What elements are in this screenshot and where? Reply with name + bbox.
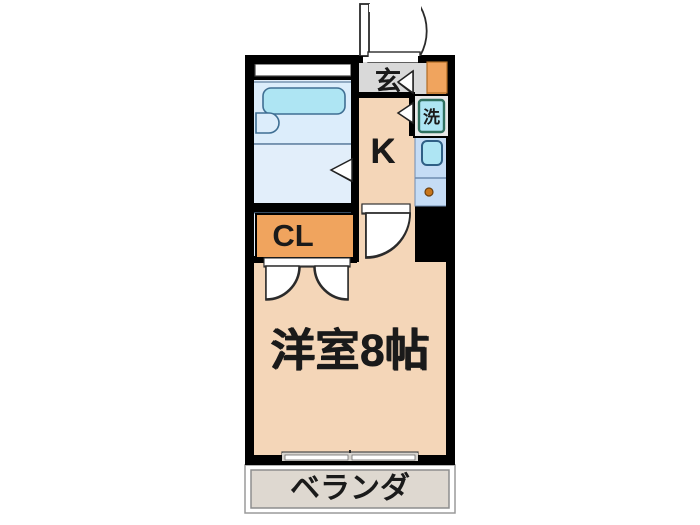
washer-label-top: 洗 [423,107,440,127]
wall-right-exterior [446,56,455,462]
entry-door-leaf[interactable] [359,3,370,57]
entrance-label-top: 玄 [375,66,401,96]
bathtub [252,81,354,206]
entrance-area: 玄 [375,66,401,96]
balcony-panel-right-patch [351,454,416,461]
bathtub-inner [262,87,346,115]
closet-label-top: CL [272,218,313,253]
closet-swing-left-top [265,265,300,300]
entry-opening-patch [363,57,418,62]
washer-door-top [396,101,414,125]
wall-top-right [418,56,450,63]
stove-burner [424,187,434,197]
kitchen-label-top: K [370,132,395,171]
kitchen-area: K [371,133,396,171]
closet-door-track-top [263,257,351,267]
balcony-opening-patch [282,453,418,461]
kitchen-door-swing-top [365,212,411,258]
entry-door-header [369,4,421,12]
bath-window-glass [254,63,352,77]
veranda-area: ベランダ [244,464,456,514]
balcony-panel-left-patch [284,454,349,461]
wall-left-exterior [245,56,254,462]
closet-box-top [255,213,355,259]
entrance-label: 玄 [375,66,401,96]
veranda-label: ベランダ [290,471,410,505]
main-room-label: 洋室8帖 [272,325,428,375]
kitchen-door-redraw [361,203,411,258]
main-room-label-top: 洋室8帖 [270,325,430,376]
wall-bath-kitchen [351,56,359,262]
wall-bath-top [247,56,357,64]
veranda-floor [250,469,450,509]
kitchen-label: K [371,133,396,171]
shoe-box-top [426,61,448,94]
bathroom-window [254,63,352,77]
entrance-inner-door-top [396,69,414,95]
bath-lower-floor [252,143,354,206]
wall-bath-toilet [247,203,357,211]
kitchen-sink [415,140,447,197]
closet-swing-right-top [314,265,349,300]
closet-redraw: CL [255,213,355,300]
opening-patches [282,57,418,461]
wall-top-left-seg [351,56,363,63]
kitchen-door-track-top [361,203,411,214]
washer-unit-top [417,98,446,134]
bathroom-basin [255,112,280,134]
entrance-floor [357,62,427,96]
wall-entrance-bottom [357,92,415,98]
bathroom-door-leaf-top [329,157,353,183]
utility-redraw: 洗 玄 [375,61,450,138]
kitchen-sink-basin [421,140,443,166]
